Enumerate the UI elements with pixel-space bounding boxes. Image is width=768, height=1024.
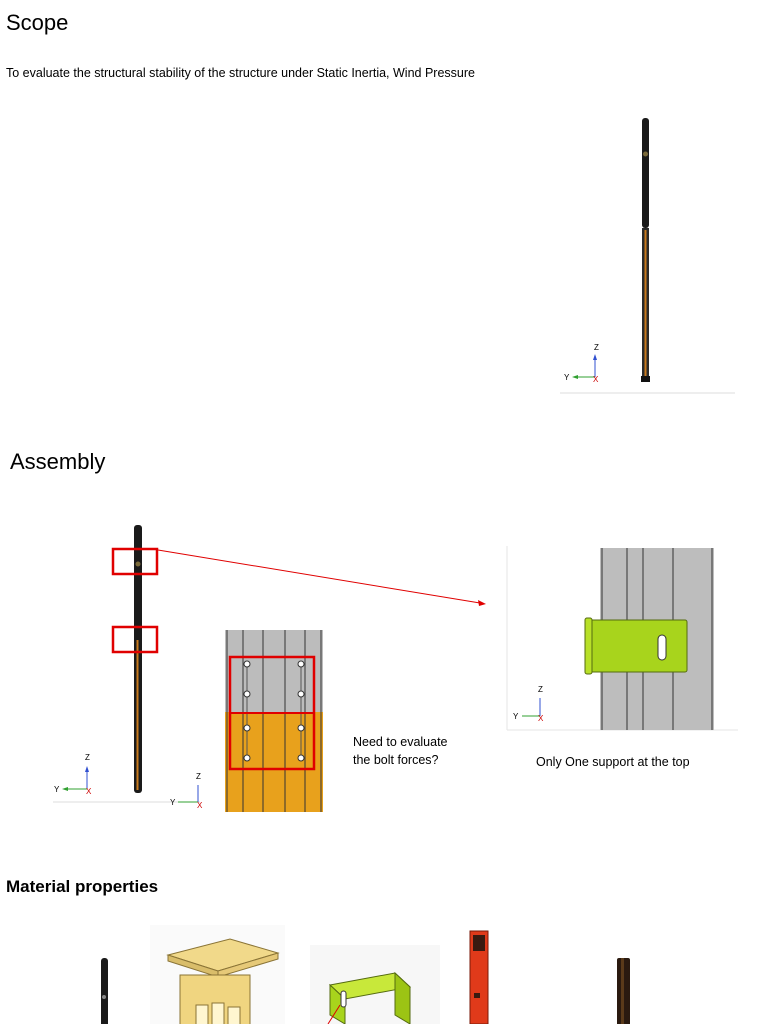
bolt-hole <box>297 724 305 732</box>
bolt-hole <box>243 690 251 698</box>
axis-triad-icon: Z Y X <box>54 753 92 796</box>
svg-text:Y: Y <box>54 785 60 794</box>
axis-triad-icon: Z Y X <box>513 685 544 723</box>
assembly-pole-figure: Z Y X Z Y X <box>53 525 203 810</box>
svg-text:X: X <box>593 375 599 384</box>
bolt-hole <box>243 660 251 668</box>
bolt-forces-note: Need to evaluate the bolt forces? <box>353 733 493 769</box>
bolt-note-line-2: the bolt forces? <box>353 753 439 767</box>
bolt-hole <box>297 754 305 762</box>
svg-text:X: X <box>86 787 92 796</box>
bolt-hole <box>297 690 305 698</box>
svg-text:Y: Y <box>170 798 176 807</box>
support-bracket-detail: Z Y X <box>506 546 738 731</box>
assembly-heading: Assembly <box>10 449 106 474</box>
svg-text:X: X <box>197 801 203 810</box>
part-pole <box>101 958 108 1024</box>
scope-description: To evaluate the structural stability of … <box>6 66 475 80</box>
material-parts-figure <box>101 925 630 1024</box>
svg-text:Z: Z <box>85 753 90 762</box>
part-top-plate <box>150 925 285 1024</box>
slot-hole <box>657 634 667 661</box>
bolt-joint-detail <box>225 630 323 812</box>
svg-text:Z: Z <box>594 343 599 352</box>
material-heading: Material properties <box>6 877 159 896</box>
highlight-box-upper <box>111 547 159 576</box>
highlight-box-lower <box>111 625 159 654</box>
part-bracket <box>310 945 440 1024</box>
part-red-bar <box>469 930 489 1024</box>
support-note: Only One support at the top <box>536 755 690 769</box>
svg-text:Y: Y <box>513 712 519 721</box>
bolt-hole <box>243 754 251 762</box>
scope-heading: Scope <box>6 10 69 35</box>
bolt-hole <box>243 724 251 732</box>
scope-pole-figure: Z Y X <box>560 118 735 394</box>
svg-text:X: X <box>538 714 544 723</box>
svg-text:Z: Z <box>538 685 543 694</box>
svg-text:Z: Z <box>196 772 201 781</box>
axis-triad-icon: Z Y X <box>564 343 599 384</box>
bolt-note-line-1: Need to evaluate <box>353 735 448 749</box>
axis-triad-icon: Z Y X <box>170 772 203 810</box>
bracket-plate <box>588 619 688 673</box>
svg-text:Y: Y <box>564 373 570 382</box>
pole-upper <box>642 118 649 228</box>
bolt-hole <box>297 660 305 668</box>
